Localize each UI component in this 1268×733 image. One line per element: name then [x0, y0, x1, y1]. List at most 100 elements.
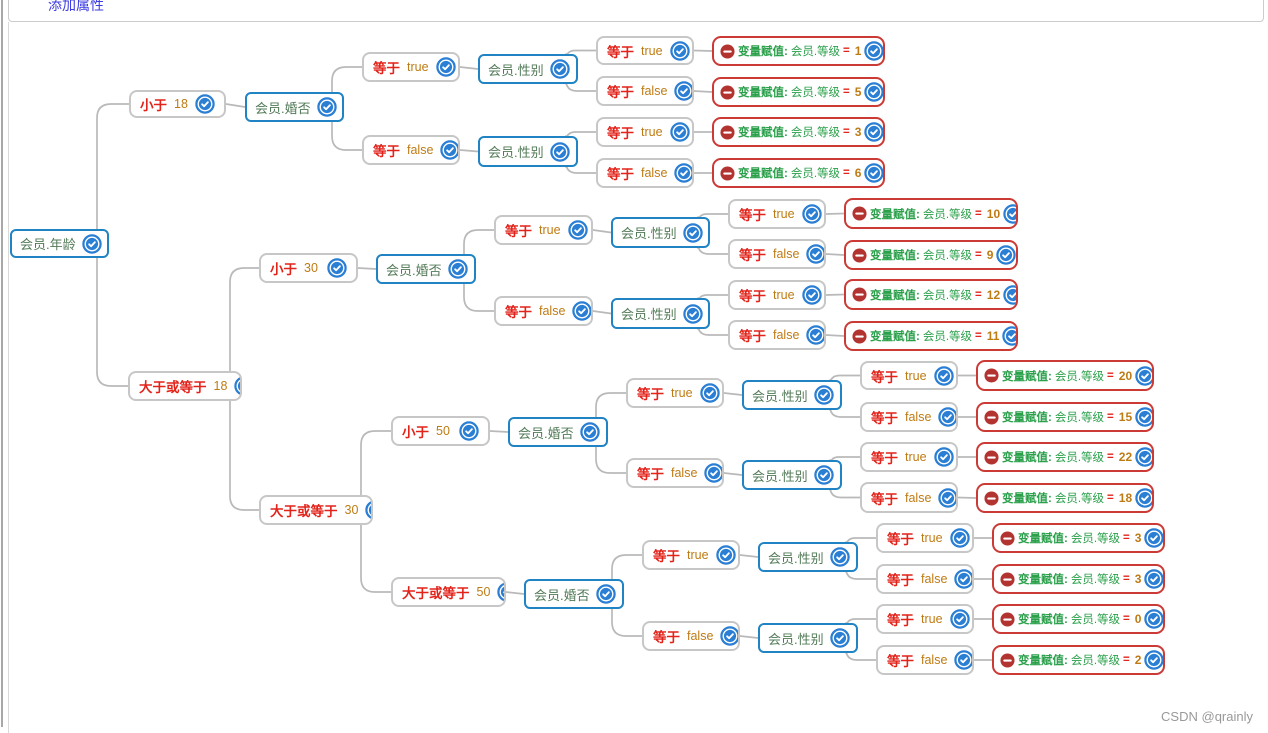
remove-circle-icon[interactable] — [1000, 652, 1015, 668]
entity-node[interactable]: 会员.性别 — [611, 298, 710, 329]
check-circle-icon[interactable] — [365, 500, 371, 520]
entity-node[interactable]: 会员.婚否 — [245, 92, 344, 122]
action-node[interactable]: 变量赋值:会员.等级=22 — [976, 442, 1154, 472]
check-circle-icon[interactable] — [949, 528, 970, 548]
action-node[interactable]: 变量赋值:会员.等级=3 — [992, 564, 1165, 594]
remove-circle-icon[interactable] — [720, 84, 735, 100]
remove-circle-icon[interactable] — [720, 124, 735, 140]
check-circle-icon[interactable] — [715, 545, 736, 565]
entity-node[interactable]: 会员.婚否 — [508, 417, 608, 447]
check-circle-icon[interactable] — [327, 258, 347, 278]
check-circle-icon[interactable] — [669, 40, 690, 61]
action-node[interactable]: 变量赋值:会员.等级=11 — [844, 321, 1018, 351]
entity-node[interactable]: 会员.婚否 — [524, 579, 624, 609]
check-circle-icon[interactable] — [938, 487, 956, 508]
check-circle-icon[interactable] — [1003, 284, 1016, 305]
check-circle-icon[interactable] — [954, 569, 972, 589]
check-circle-icon[interactable] — [864, 41, 883, 61]
check-circle-icon[interactable] — [1135, 365, 1152, 386]
check-circle-icon[interactable] — [954, 650, 972, 670]
check-circle-icon[interactable] — [1003, 203, 1016, 224]
check-circle-icon[interactable] — [938, 407, 956, 427]
check-circle-icon[interactable] — [864, 122, 883, 142]
action-node[interactable]: 变量赋值:会员.等级=3 — [712, 117, 885, 147]
check-circle-icon[interactable] — [81, 233, 102, 254]
check-circle-icon[interactable] — [459, 421, 479, 441]
remove-circle-icon[interactable] — [984, 409, 999, 425]
add-attribute-link[interactable]: 添加属性 — [48, 0, 104, 13]
remove-circle-icon[interactable] — [852, 247, 867, 263]
check-circle-icon[interactable] — [699, 383, 720, 403]
action-node[interactable]: 变量赋值:会员.等级=18 — [976, 483, 1154, 513]
check-circle-icon[interactable] — [497, 582, 504, 602]
check-circle-icon[interactable] — [813, 385, 834, 405]
remove-circle-icon[interactable] — [984, 490, 999, 506]
action-node[interactable]: 变量赋值:会员.等级=15 — [976, 402, 1154, 432]
check-circle-icon[interactable] — [1144, 569, 1163, 589]
action-node[interactable]: 变量赋值:会员.等级=6 — [712, 158, 885, 188]
entity-node[interactable]: 会员.性别 — [758, 542, 858, 572]
check-circle-icon[interactable] — [567, 220, 588, 240]
check-circle-icon[interactable] — [704, 463, 722, 483]
check-circle-icon[interactable] — [806, 244, 824, 264]
check-circle-icon[interactable] — [572, 301, 591, 321]
action-node[interactable]: 变量赋值:会员.等级=2 — [992, 645, 1165, 675]
check-circle-icon[interactable] — [933, 365, 954, 386]
check-circle-icon[interactable] — [864, 163, 883, 183]
check-circle-icon[interactable] — [595, 584, 616, 604]
remove-circle-icon[interactable] — [852, 206, 867, 221]
check-circle-icon[interactable] — [674, 163, 692, 183]
action-node[interactable]: 变量赋值:会员.等级=12 — [844, 279, 1018, 310]
check-circle-icon[interactable] — [435, 57, 456, 77]
remove-circle-icon[interactable] — [1000, 571, 1015, 587]
remove-circle-icon[interactable] — [720, 165, 735, 181]
action-node[interactable]: 变量赋值:会员.等级=20 — [976, 360, 1154, 391]
check-circle-icon[interactable] — [669, 122, 690, 142]
check-circle-icon[interactable] — [1144, 650, 1163, 670]
check-circle-icon[interactable] — [682, 222, 703, 243]
check-circle-icon[interactable] — [549, 141, 570, 162]
check-circle-icon[interactable] — [440, 140, 458, 160]
check-circle-icon[interactable] — [801, 285, 822, 305]
action-node[interactable]: 变量赋值:会员.等级=5 — [712, 77, 885, 107]
remove-circle-icon[interactable] — [1000, 530, 1015, 546]
check-circle-icon[interactable] — [195, 94, 215, 114]
check-circle-icon[interactable] — [829, 628, 850, 648]
entity-node[interactable]: 会员.性别 — [611, 217, 710, 248]
check-circle-icon[interactable] — [1135, 447, 1152, 467]
action-node[interactable]: 变量赋值:会员.等级=3 — [992, 523, 1165, 553]
check-circle-icon[interactable] — [829, 547, 850, 567]
check-circle-icon[interactable] — [234, 376, 240, 396]
remove-circle-icon[interactable] — [720, 43, 735, 59]
entity-node[interactable]: 会员.性别 — [742, 460, 842, 490]
action-node[interactable]: 变量赋值:会员.等级=9 — [844, 240, 1018, 270]
remove-circle-icon[interactable] — [1000, 611, 1015, 627]
check-circle-icon[interactable] — [1135, 407, 1152, 427]
check-circle-icon[interactable] — [933, 447, 954, 467]
entity-node[interactable]: 会员.性别 — [478, 54, 578, 84]
check-circle-icon[interactable] — [996, 245, 1016, 265]
check-circle-icon[interactable] — [549, 59, 570, 79]
entity-node[interactable]: 会员.性别 — [758, 623, 858, 653]
remove-circle-icon[interactable] — [852, 287, 867, 302]
